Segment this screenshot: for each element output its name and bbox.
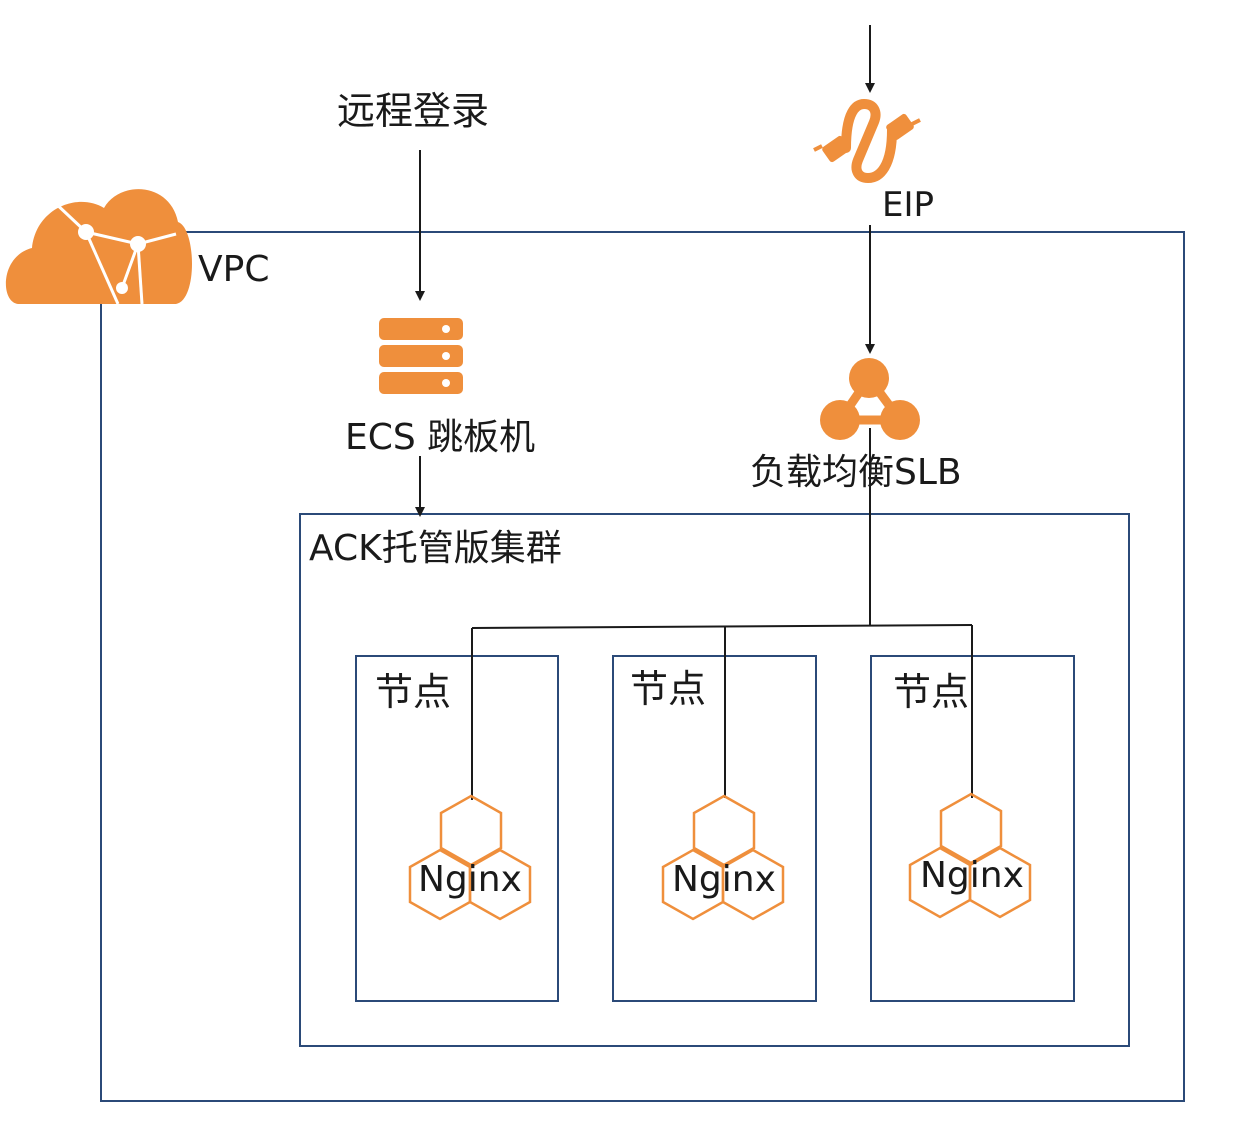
nginx-label-2: Nginx xyxy=(672,859,776,900)
server-icon xyxy=(379,318,463,394)
remote-login-label: 远程登录 xyxy=(337,89,490,133)
node-label-3: 节点 xyxy=(893,670,970,714)
node-box-1 xyxy=(355,655,559,1002)
node-box-2 xyxy=(612,655,817,1002)
nginx-label-1: Nginx xyxy=(418,859,522,900)
slb-label: 负载均衡SLB xyxy=(750,452,962,493)
node-label-2: 节点 xyxy=(630,667,707,711)
node-label-1: 节点 xyxy=(375,670,452,714)
nginx-hexagon-icon xyxy=(908,792,1032,919)
eip-link-icon xyxy=(813,98,921,184)
nginx-hexagon-icon xyxy=(408,794,532,921)
nginx-hexagon-icon xyxy=(661,794,785,921)
distribution-bus xyxy=(471,624,973,629)
ecs-label: ECS 跳板机 xyxy=(345,417,536,458)
nginx-label-3: Nginx xyxy=(920,855,1024,896)
cluster-label: ACK托管版集群 xyxy=(309,528,562,569)
cloud-network-icon xyxy=(5,189,193,305)
eip-label: EIP xyxy=(882,185,935,225)
vpc-label: VPC xyxy=(198,249,270,290)
slb-icon xyxy=(820,358,920,440)
vpc-boundary xyxy=(100,231,1185,1102)
cluster-boundary xyxy=(299,513,1130,1047)
